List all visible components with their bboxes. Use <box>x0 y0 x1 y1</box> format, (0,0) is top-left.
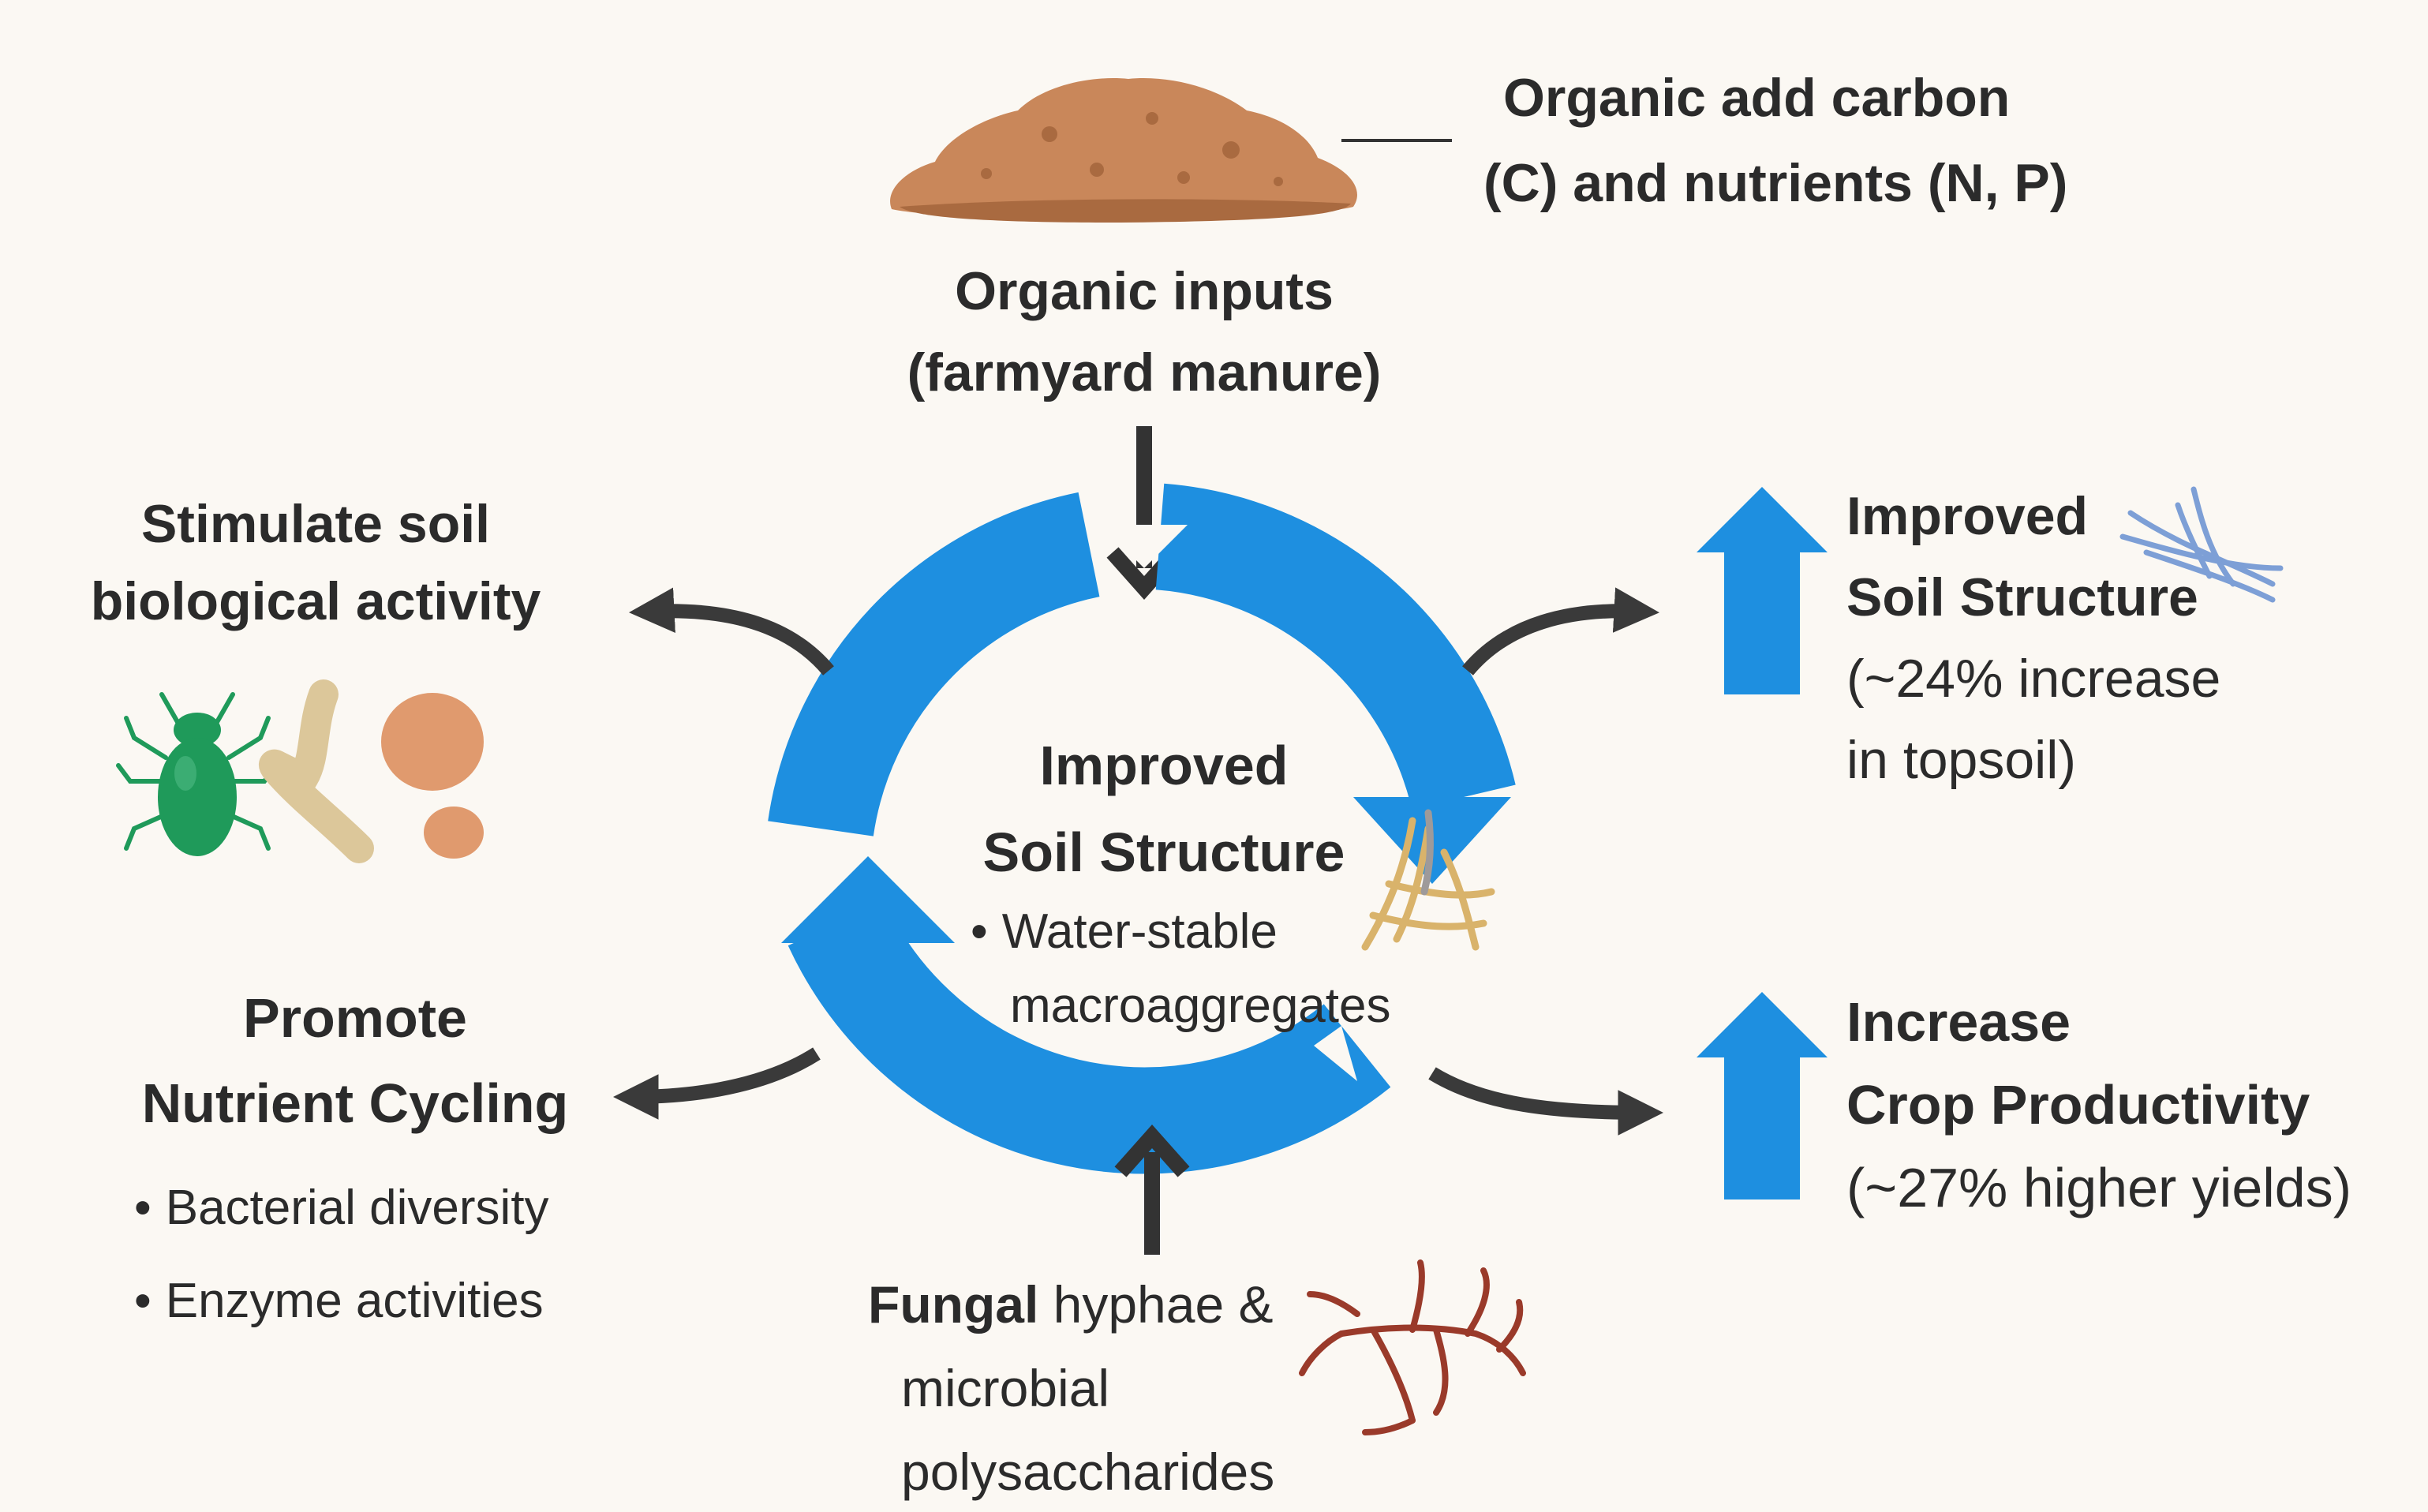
right-crop-line3: (~27% higher yields) <box>1846 1157 2352 1218</box>
arrow-to-soil-structure <box>1462 587 1660 676</box>
right-soil-line1: Improved <box>1846 486 2089 546</box>
nutrient-cycling-line2: Nutrient Cycling <box>141 1072 569 1134</box>
center-bullet-line2: macroaggregates <box>1010 979 1391 1033</box>
cycle-arrow-ring <box>768 483 1516 1174</box>
right-soil-structure: Improved Soil Structure (~24% increase i… <box>1846 489 2220 787</box>
fungal-bold-word: Fungal <box>868 1275 1039 1334</box>
arrow-to-biological-activity <box>628 587 834 676</box>
organic-inputs-line2: (farmyard manure) <box>907 342 1382 402</box>
fungal-line2: microbial <box>901 1359 1110 1417</box>
nutrient-cycling-line1: Promote <box>243 987 467 1049</box>
center-bullet-line1: Water-stable <box>971 908 1391 956</box>
right-crop-line1: Increase <box>1846 991 2071 1053</box>
center-title: Improved Soil Structure <box>923 738 1405 880</box>
manure-pile-icon <box>890 78 1357 223</box>
arrow-to-nutrient-cycling <box>612 1047 821 1120</box>
right-crop-productivity: Increase Crop Productivity (~27% higher … <box>1846 994 2351 1215</box>
nutrient-cycling-bullets: Bacterial diversity Enzyme activities <box>134 1184 549 1326</box>
right-soil-line4: in topsoil) <box>1846 730 2077 790</box>
worm-icon <box>258 679 374 863</box>
nutrient-bullet-1: Bacterial diversity <box>134 1184 549 1233</box>
right-soil-line2: Soil Structure <box>1846 567 2198 627</box>
center-bullet: Water-stable macroaggregates <box>971 908 1391 1031</box>
center-title-line1: Improved <box>1039 735 1289 796</box>
stimulate-line1: Stimulate soil <box>140 494 491 554</box>
root-fibers-icon <box>1420 809 1434 896</box>
fungal-hyphae-icon <box>1299 1259 1526 1435</box>
fungal-line1: Fungal hyphae & <box>868 1278 1274 1330</box>
stimulate-biological-activity: Stimulate soil biological activity <box>47 497 584 628</box>
nutrient-cycling-title: Promote Nutrient Cycling <box>110 990 600 1131</box>
right-soil-line3: (~24% increase <box>1846 649 2221 709</box>
root-fibers-icon <box>2119 486 2284 603</box>
mite-icon <box>116 692 279 856</box>
fungal-up-arrow <box>1114 1124 1190 1255</box>
up-arrow-icon <box>1697 992 1828 1199</box>
nutrient-bullet-2: Enzyme activities <box>134 1277 549 1326</box>
organic-note-line2: (C) and nutrients (N, P) <box>1483 153 2068 213</box>
fungal-line1-rest: hyphae & <box>1038 1275 1274 1334</box>
organic-note-line1: Organic add carbon <box>1503 68 2011 128</box>
fungal-line3: polysaccharides <box>901 1443 1275 1501</box>
organic-note: Organic add carbon (C) and nutrients (N,… <box>1483 71 2067 210</box>
fungal-label: Fungal hyphae & microbial polysaccharide… <box>868 1278 1274 1498</box>
organic-inputs-line1: Organic inputs <box>955 261 1334 321</box>
microbe-blob-icon <box>381 693 484 859</box>
up-arrow-icon <box>1697 487 1828 694</box>
arrow-to-crop-productivity <box>1428 1067 1664 1136</box>
right-crop-line2: Crop Productivity <box>1846 1074 2310 1136</box>
center-title-line2: Soil Structure <box>982 821 1345 883</box>
organic-inputs-title: Organic inputs (farmyard manure) <box>884 264 1405 399</box>
stimulate-line2: biological activity <box>90 571 541 631</box>
